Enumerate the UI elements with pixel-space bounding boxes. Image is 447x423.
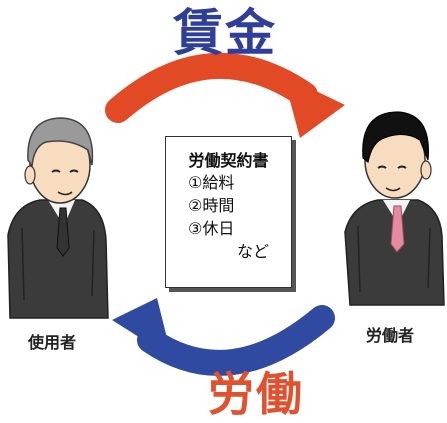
contract-etc: など xyxy=(236,242,269,261)
employer-illustration xyxy=(7,117,109,319)
labor-arrow xyxy=(112,298,335,376)
worker-illustration xyxy=(344,111,445,306)
contract-title: 労働契約書 xyxy=(188,151,269,170)
worker-label: 労働者 xyxy=(365,326,414,345)
wage-arrow xyxy=(105,52,345,138)
contract-item-holidays: ③休日 xyxy=(188,219,235,238)
contract-item-hours: ②時間 xyxy=(188,196,235,215)
contract-item-salary: ①給料 xyxy=(188,173,235,192)
labor-label: 労働 xyxy=(208,367,304,421)
wage-label: 賃金 xyxy=(173,4,277,62)
employment-contract-document: 労働契約書 ①給料 ②時間 ③休日 など xyxy=(165,136,292,288)
employer-label: 使用者 xyxy=(27,333,76,352)
